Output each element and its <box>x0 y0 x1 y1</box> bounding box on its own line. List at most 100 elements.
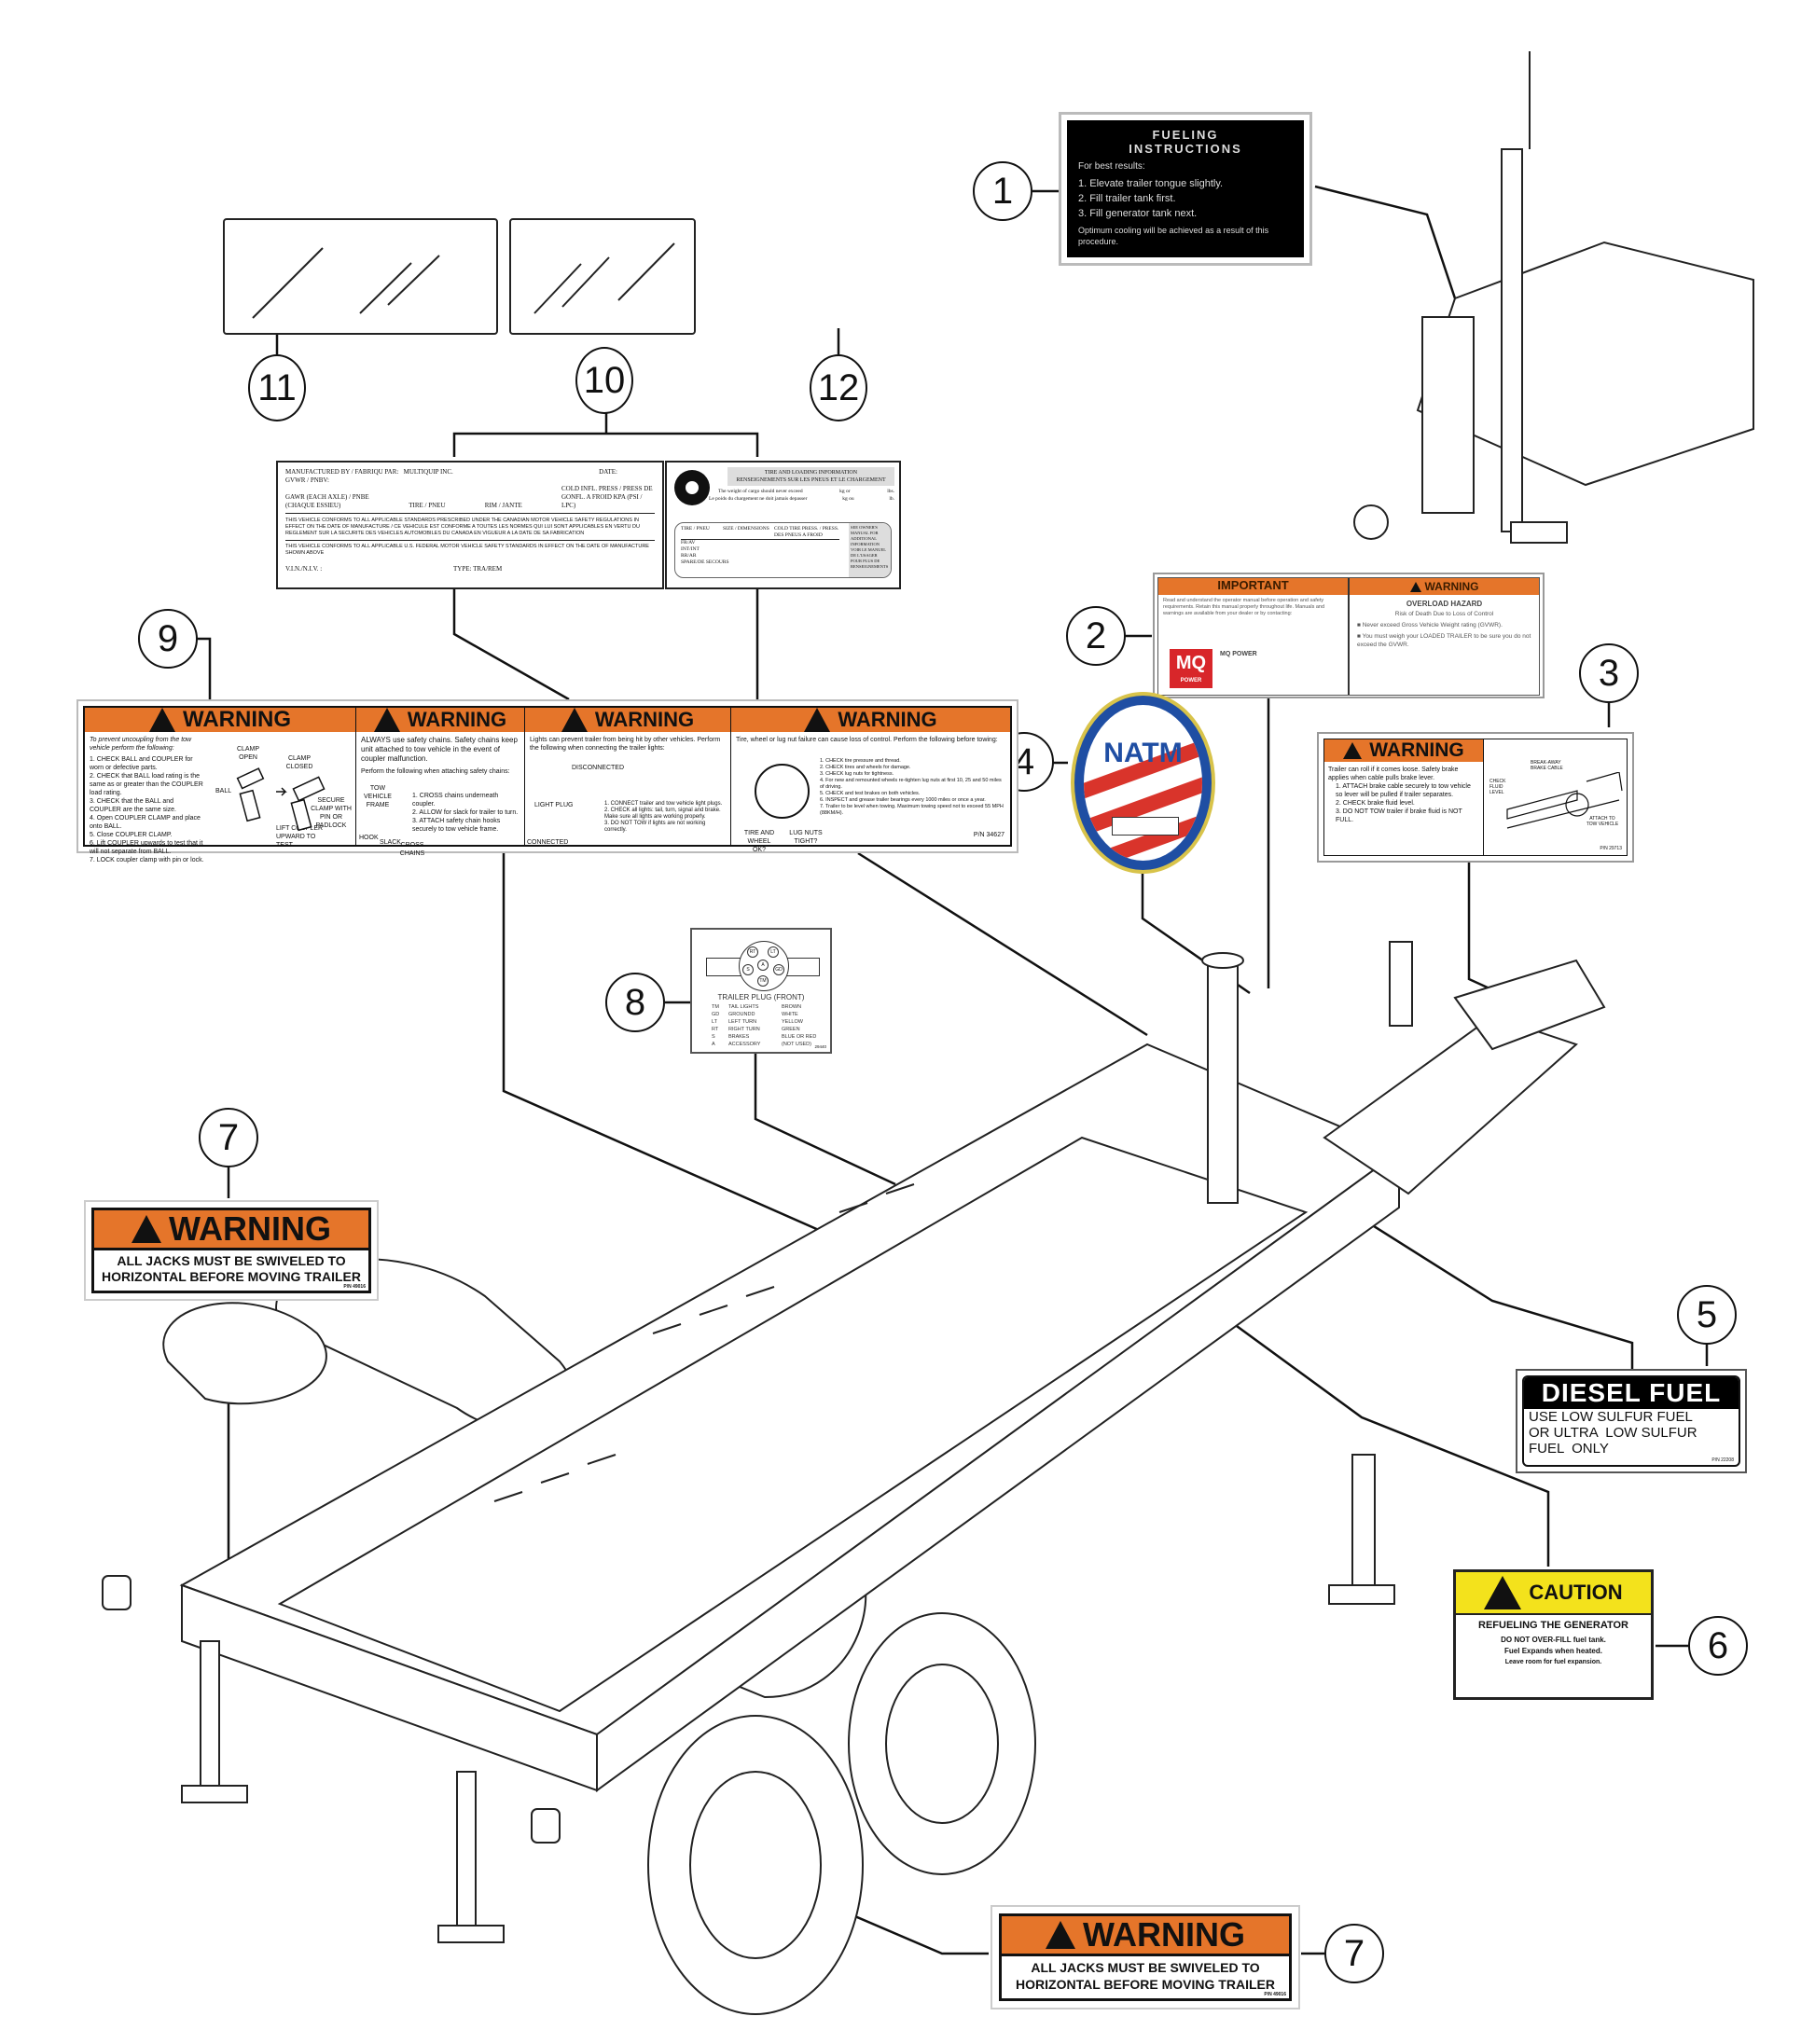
warning-header: WARNING <box>94 1209 368 1250</box>
tongue <box>1323 1015 1578 1195</box>
type-label: TYPE: TRA/REM <box>453 565 503 573</box>
panel-step: 5. CHECK and test brakes on both vehicle… <box>820 791 921 796</box>
part-number: P/N 22208 <box>1711 1457 1734 1463</box>
panel-step: 1. CHECK tire pressure and thread. <box>820 758 901 764</box>
caution-triangle-icon <box>1484 1576 1522 1609</box>
jack-warning-line: ALL JACKS MUST BE SWIVELED TO <box>1031 1960 1260 1975</box>
column-header: COLD TIRE PRESS. / PRESS. DES PNEUS A FR… <box>774 526 839 538</box>
panel-step: 3. CHECK that the BALL and COUPLER are t… <box>90 798 176 813</box>
glass-reflection-icon <box>252 247 440 319</box>
pin-function: ACCESSORY <box>728 1042 761 1047</box>
warning-header: WARNING <box>1350 578 1539 595</box>
diagram-label: LIGHT PLUG <box>534 802 574 808</box>
panel-step: 2. CHECK tires and wheels for damage. <box>820 765 911 770</box>
warning-header: WARNING <box>85 707 355 732</box>
important-text: Read and understand the operator manual … <box>1163 598 1325 616</box>
diesel-line: OR ULTRA LOW SULFUR <box>1529 1425 1697 1441</box>
panel-intro: Tire, wheel or lug nut failure can cause… <box>736 737 998 743</box>
us-statement: THIS VEHICLE CONFORMS TO ALL APPLICABLE … <box>285 544 649 556</box>
right-wheel-rear <box>885 1664 999 1824</box>
warning-header-text: WARNING <box>169 1209 331 1248</box>
warning-header: WARNING <box>525 708 730 732</box>
callout-number: 7 <box>217 1116 240 1158</box>
decal-3-breakaway-brake: WARNING Trailer can roll if it comes loo… <box>1317 732 1634 863</box>
decal-10-tire-loading: TIRE AND LOADING INFORMATION RENSEIGNEME… <box>665 461 901 589</box>
logo-subtext: POWER <box>1180 678 1202 684</box>
leader-9-down <box>502 853 822 1233</box>
fueling-step: 3. Fill generator tank next. <box>1078 208 1198 219</box>
warning-header-text: WARNING <box>1424 580 1479 593</box>
manufacturer-name: MULTIQUIP INC. <box>403 468 453 476</box>
rim-label: RIM / JANTE <box>484 502 522 509</box>
plug-pin: LT <box>768 946 779 958</box>
plug-pin: TM <box>757 975 769 987</box>
tire-info-title: TIRE AND LOADING INFORMATION <box>764 470 858 476</box>
tire-row: INT/INT <box>681 546 700 552</box>
warning-triangle-icon <box>132 1215 161 1243</box>
diagram-label: BREAK-AWAY BRAKE CABLE <box>1531 760 1563 771</box>
diesel-line: FUEL ONLY <box>1529 1441 1609 1457</box>
unit: lbs. <box>887 489 894 494</box>
warning-panel-lights: WARNING Lights can prevent trailer from … <box>525 708 731 846</box>
column-header: TIRE / PNEU <box>681 526 710 532</box>
warning-triangle-icon <box>804 708 831 732</box>
panel-step: 2. CHECK all lights: tail, turn, signal … <box>604 808 721 820</box>
callout-number: 9 <box>157 617 179 659</box>
warning-header-text: WARNING <box>1369 739 1464 761</box>
part-number: P/N 49016 <box>1264 1992 1286 1997</box>
pin-color: (NOT USED) <box>782 1042 811 1047</box>
callout-number: 1 <box>991 170 1014 212</box>
warning-triangle-icon <box>1409 581 1421 592</box>
jack-warning-line: HORIZONTAL BEFORE MOVING TRAILER <box>102 1269 361 1284</box>
warning-triangle-icon <box>149 708 175 732</box>
coupler-diagram-icon <box>236 767 326 832</box>
pin-code: RT <box>712 1027 719 1032</box>
diagram-label: DISCONNECTED <box>572 765 625 771</box>
tail-light-right <box>531 1808 561 1844</box>
panel-intro: To prevent uncoupling from the tow vehic… <box>90 737 192 752</box>
tire-row: RR/AR <box>681 553 697 559</box>
diagram-label: CROSS CHAINS <box>399 842 425 857</box>
pin-code: LT <box>712 1019 718 1025</box>
trailer-drawing <box>102 941 1606 2015</box>
callout-7-left: 7 <box>199 1108 258 1167</box>
leader-1b <box>1314 185 1457 299</box>
warning-triangle-icon <box>1046 1921 1075 1949</box>
part-number: P/N 29713 <box>1600 846 1622 851</box>
weight-limit-en: The weight of cargo should never exceed <box>718 489 803 494</box>
pin-function: BRAKES <box>728 1034 750 1040</box>
panel-step: 2. CHECK that BALL load rating is the sa… <box>90 773 203 796</box>
overload-bullet: You must weigh your LOADED TRAILER to be… <box>1357 633 1531 648</box>
front-jack <box>1389 941 1413 1027</box>
generator-jack <box>1501 148 1523 532</box>
jack-warning-line: ALL JACKS MUST BE SWIVELED TO <box>117 1253 346 1268</box>
pin-function: RIGHT TURN <box>728 1027 760 1032</box>
brake-step: 2. CHECK brake fluid level. <box>1336 800 1415 807</box>
unit: kg ou <box>842 496 854 502</box>
callout-10: 10 <box>575 347 633 414</box>
warning-triangle-icon <box>373 708 400 732</box>
overload-title: OVERLOAD HAZARD <box>1406 600 1483 608</box>
gawr-label: GAWR (EACH AXLE) / PNBE (CHAQUE ESSIEU) <box>285 493 369 509</box>
pin-color: GREEN <box>782 1027 800 1032</box>
warning-header-text: WARNING <box>183 707 291 732</box>
panel-step: 7. Trailer to be level when towing. Maxi… <box>820 804 1004 816</box>
panel-step: 2. ALLOW for slack for trailer to turn. <box>412 809 519 816</box>
callout-7-right: 7 <box>1324 1924 1384 1983</box>
fueling-step: 2. Fill trailer tank first. <box>1078 193 1176 204</box>
tail-light-left <box>102 1575 132 1610</box>
deck-markings <box>493 1183 915 1502</box>
pin-color: BROWN <box>782 1004 802 1010</box>
panel-step: 1. CONNECT trailer and tow vehicle light… <box>604 801 723 807</box>
glass-reflection-icon <box>533 242 675 314</box>
decal-4-natm-seal: NATM <box>1071 692 1215 874</box>
right-wheel-front <box>689 1771 822 1959</box>
cold-pressure-label: COLD INFL. PRESS / PRESS DE GONFL. A FRO… <box>561 485 653 509</box>
tire-icon <box>674 470 710 505</box>
